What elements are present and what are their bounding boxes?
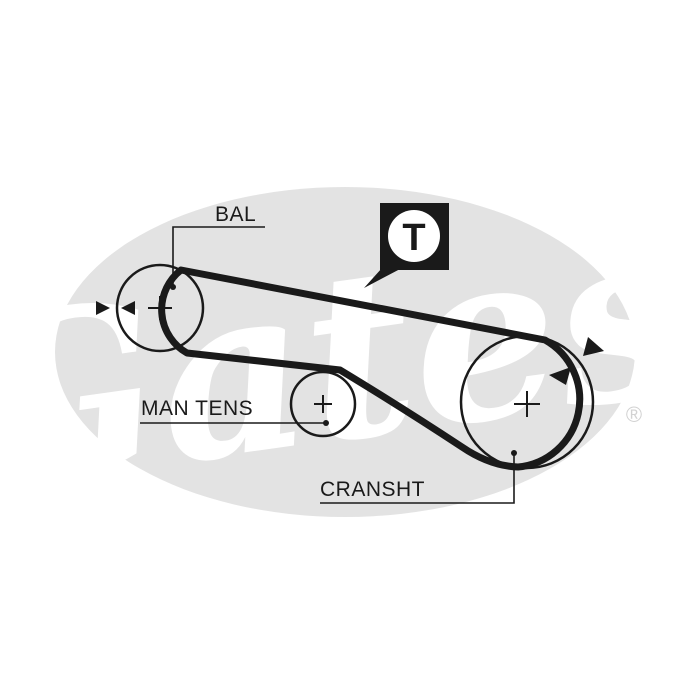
timing-belt xyxy=(158,266,584,471)
cranksht-label: CRANSHT xyxy=(320,478,425,501)
man-tens-center-cross-icon xyxy=(314,395,332,413)
tensioner-badge-circle xyxy=(388,210,440,262)
pulley-centers xyxy=(148,296,540,417)
bal-pulley xyxy=(115,263,205,353)
bal-leader-dot xyxy=(170,284,176,290)
tensioner-badge-pointer xyxy=(364,268,402,288)
bal-center-cross-icon xyxy=(148,296,172,320)
man-tens-label: MAN TENS xyxy=(141,397,253,420)
timing-marks xyxy=(96,301,604,385)
bal-leader-line xyxy=(172,226,265,287)
belt-path xyxy=(158,266,584,471)
bal-timing-mark-inner-icon xyxy=(121,301,135,315)
watermark-registered-mark: ® xyxy=(626,402,642,427)
leader-lines xyxy=(140,226,517,504)
cranksht-leader-dot xyxy=(511,450,517,456)
bal-label: BAL xyxy=(215,203,256,226)
tensioner-badge-icon: T xyxy=(364,203,449,288)
man-tens-leader-dot xyxy=(323,420,329,426)
cranksht-leader-line xyxy=(320,453,515,504)
crank-timing-mark-inner-icon xyxy=(549,367,571,385)
watermark-oval xyxy=(55,187,635,517)
tensioner-badge-letter: T xyxy=(402,217,425,259)
bal-timing-mark-outer-icon xyxy=(96,301,110,315)
crank-timing-mark-outer-icon xyxy=(583,337,604,356)
man-tens-pulley xyxy=(289,370,357,438)
crankshaft-center-cross-icon xyxy=(514,391,540,417)
